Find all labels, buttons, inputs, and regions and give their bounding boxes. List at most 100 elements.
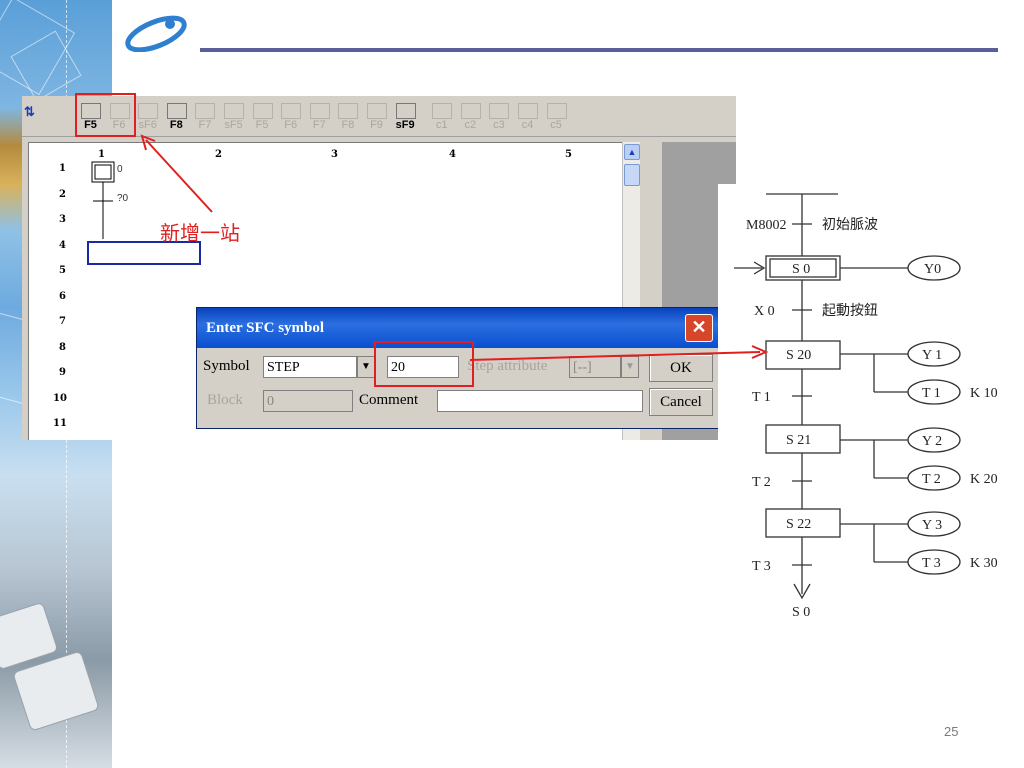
jump-target: S 0 (792, 605, 810, 620)
toolbar-button-label: sF6 (138, 119, 157, 131)
initial-step-inner (94, 164, 112, 180)
comment-label: Comment (359, 392, 419, 408)
row-header: 9 (59, 367, 66, 378)
x0-desc: 起動按鈕 (822, 303, 878, 319)
toolbar-button-f9: F9 (362, 100, 391, 133)
toolbar-button-label: sF5 (224, 119, 243, 131)
cancel-button[interactable]: Cancel (649, 388, 713, 416)
toolbar-button-sf5: sF5 (219, 100, 248, 133)
toolbar-button-f7: F7 (190, 100, 219, 133)
transition-t2: T 2 (752, 475, 771, 490)
toolbar-button-f8[interactable]: F8 (162, 100, 191, 133)
toolbar-button-c2: c2 (456, 100, 485, 133)
step-s22-name: S 22 (786, 517, 811, 532)
toolbar-button-label: c3 (493, 119, 505, 131)
toolbar-button-sf9[interactable]: sF9 (391, 100, 420, 133)
f5-highlight-box (75, 93, 136, 137)
sfc-flow-diagram: M8002 初始脈波 S 0 Y0 X 0 起動按鈕 S 20 Y 1 T 1 … (718, 184, 1024, 624)
dialog-title-bar: Enter SFC symbol ✕ (197, 308, 719, 348)
toolbar-button-f5: F5 (248, 100, 277, 133)
annotation-label: 新增一站 (160, 221, 240, 245)
chevron-down-icon: ▼ (621, 356, 639, 378)
row-header: 10 (53, 392, 67, 404)
toolbar-button-label: F7 (312, 119, 326, 131)
sfc-symbol-icon (138, 103, 159, 119)
sfc-symbol-icon (338, 103, 359, 119)
sfc-symbol-icon (166, 103, 187, 119)
comment-input[interactable] (437, 390, 643, 412)
enter-sfc-symbol-dialog: Enter SFC symbol ✕ Symbol STEP ▼ 20 Step… (196, 307, 720, 429)
initial-condition-label: M8002 (746, 218, 786, 233)
chevron-down-icon[interactable]: ▼ (357, 356, 375, 378)
orbit-logo-icon (125, 15, 187, 52)
transition-x0: X 0 (754, 304, 775, 319)
header-rule (200, 48, 998, 52)
sfc-grid-drawing (87, 161, 201, 265)
close-icon[interactable]: ✕ (685, 314, 713, 342)
row-header: 11 (53, 418, 67, 429)
sfc-symbol-icon (252, 103, 273, 119)
page-number: 25 (944, 724, 959, 739)
column-header: 5 (565, 149, 572, 160)
step-s0-name: S 0 (792, 262, 810, 277)
sfc-symbol-icon (489, 103, 510, 119)
number-highlight-box (374, 341, 474, 387)
scroll-up-icon[interactable]: ▲ (624, 144, 640, 160)
step-attribute-select: [--] (569, 356, 621, 378)
toolbar-button-label: F9 (370, 119, 383, 131)
cursor-cell[interactable] (87, 241, 201, 265)
keyboard-key-decoration (12, 650, 100, 732)
scroll-thumb[interactable] (624, 164, 640, 186)
step-s20-output: Y 1 (922, 348, 942, 363)
sfc-symbol-icon (460, 103, 481, 119)
initial-condition-desc: 初始脈波 (822, 216, 878, 233)
block-input: 0 (263, 390, 353, 412)
step-s20-name: S 20 (786, 348, 811, 363)
step0-number: 0 (117, 164, 123, 175)
ok-button[interactable]: OK (649, 354, 713, 382)
sfc-symbol-icon (224, 103, 244, 119)
toolbar-button-c3: c3 (484, 100, 513, 133)
row-header: 7 (59, 316, 66, 327)
step-s21-timer: T 2 (922, 472, 941, 487)
toolbar-button-label: F6 (112, 119, 126, 131)
row-header: 3 (59, 214, 66, 225)
toolbar-button-label: c5 (550, 119, 562, 131)
sfc-symbol-icon (195, 103, 216, 119)
symbol-select[interactable]: STEP (263, 356, 357, 378)
step-number-input[interactable]: 20 (387, 356, 459, 378)
sfc-symbol-icon (281, 103, 302, 119)
sfc-symbol-icon (309, 103, 330, 119)
step-s20-k: K 10 (970, 386, 998, 401)
toolbar-button-label: c1 (435, 119, 448, 131)
sfc-symbol-icon (109, 103, 130, 119)
sfc-symbol-icon (367, 103, 387, 119)
sfc-diagram-drawing: M8002 初始脈波 S 0 Y0 X 0 起動按鈕 S 20 Y 1 T 1 … (734, 193, 998, 620)
toolbar-button-f8: F8 (333, 100, 362, 133)
column-header: 2 (215, 149, 222, 160)
sort-icon[interactable]: ⇅ (24, 104, 35, 119)
symbol-label: Symbol (203, 358, 250, 374)
column-header: 4 (449, 149, 456, 160)
toolbar-button-label: F5 (84, 119, 97, 131)
block-label: Block (207, 392, 243, 408)
step-s20-timer: T 1 (922, 386, 941, 401)
sfc-symbol-icon (546, 103, 567, 119)
sfc-symbol-icon (395, 103, 416, 119)
sfc-symbol-icon (81, 103, 101, 119)
step-s21-k: K 20 (970, 472, 998, 487)
step-s22-k: K 30 (970, 556, 998, 571)
toolbar-button-label: c2 (464, 119, 477, 131)
step-s21-name: S 21 (786, 433, 811, 448)
transition0-label: ?0 (117, 193, 129, 204)
toolbar-button-label: sF9 (395, 119, 415, 131)
step-s22-output: Y 3 (922, 518, 942, 533)
toolbar-button-c4: c4 (513, 100, 542, 133)
sfc-symbol-icon (432, 103, 453, 119)
sfc-symbol-icon (518, 103, 538, 119)
row-header: 5 (59, 265, 66, 276)
row-header: 1 (59, 163, 66, 174)
toolbar-button-f5[interactable]: F5 (76, 100, 105, 133)
step-attribute-label: Step attribute (467, 358, 548, 374)
